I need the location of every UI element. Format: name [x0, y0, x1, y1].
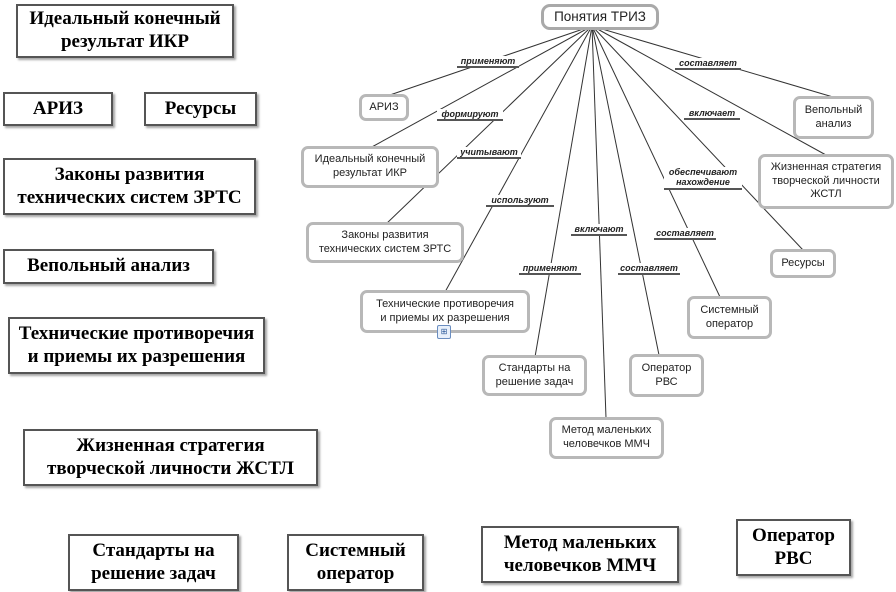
node-vepole[interactable]: Вепольный анализ — [793, 96, 874, 139]
card-label: Стандарты на решение задач — [91, 539, 216, 584]
node-rvs[interactable]: Оператор РВС — [629, 354, 704, 397]
card-ikr[interactable]: Идеальный конечный результат ИКР — [16, 4, 234, 58]
node-standards[interactable]: Стандарты на решение задач — [482, 355, 587, 396]
card-label: Оператор РВС — [752, 524, 835, 569]
card-label: Вепольный анализ — [27, 255, 190, 277]
link-label-vepole: составляет — [675, 58, 741, 71]
node-zhstl[interactable]: Жизненная стратегия творческой личности … — [758, 154, 894, 209]
node-zrts[interactable]: Законы развития технических систем ЗРТС — [306, 222, 464, 263]
card-label: АРИЗ — [32, 97, 84, 119]
card-vepole[interactable]: Вепольный анализ — [3, 249, 214, 284]
node-ikr[interactable]: Идеальный конечный результат ИКР — [301, 146, 439, 188]
card-label: Технические противоречия и приемы их раз… — [18, 322, 255, 367]
root-node[interactable]: Понятия ТРИЗ — [541, 4, 659, 30]
link-label-contradictions: используют — [486, 195, 554, 208]
card-sysop[interactable]: Системный оператор — [287, 534, 424, 591]
card-label: Законы развития технических систем ЗРТС — [17, 163, 242, 208]
link-label-standards: применяют — [519, 263, 581, 276]
card-label: Идеальный конечный результат ИКР — [29, 8, 221, 52]
link-label-zhstl: включает — [684, 108, 740, 121]
card-mmch[interactable]: Метод маленьких человечков ММЧ — [481, 526, 679, 583]
card-contradictions[interactable]: Технические противоречия и приемы их раз… — [8, 317, 265, 374]
link-label-ikr: формируют — [437, 109, 503, 122]
link-label-mmch: включают — [571, 224, 627, 237]
link-label-zrts: учитывают — [457, 147, 521, 160]
card-rvs[interactable]: Оператор РВС — [736, 519, 851, 576]
node-mmch[interactable]: Метод маленьких человечков ММЧ — [549, 417, 664, 459]
card-zhstl[interactable]: Жизненная стратегия творческой личности … — [23, 429, 318, 486]
card-resources[interactable]: Ресурсы — [144, 92, 257, 126]
node-resources[interactable]: Ресурсы — [770, 249, 836, 278]
node-sysop[interactable]: Системный оператор — [687, 296, 772, 339]
link-label-rvs: составляет — [618, 263, 680, 276]
link-label-sysop: составляет — [654, 228, 716, 241]
card-standards[interactable]: Стандарты на решение задач — [68, 534, 239, 591]
card-label: Ресурсы — [164, 97, 237, 119]
link-label-resources: обеспечивают нахождение — [664, 167, 742, 190]
card-ariz[interactable]: АРИЗ — [3, 92, 113, 126]
card-zrts[interactable]: Законы развития технических систем ЗРТС — [3, 158, 256, 215]
concept-map-icon[interactable]: ⊞ — [437, 325, 451, 339]
card-label: Системный оператор — [305, 539, 406, 584]
link-label-ariz: применяют — [457, 56, 519, 69]
card-label: Жизненная стратегия творческой личности … — [47, 434, 294, 479]
node-ariz[interactable]: АРИЗ — [359, 94, 409, 121]
card-label: Метод маленьких человечков ММЧ — [503, 531, 657, 576]
